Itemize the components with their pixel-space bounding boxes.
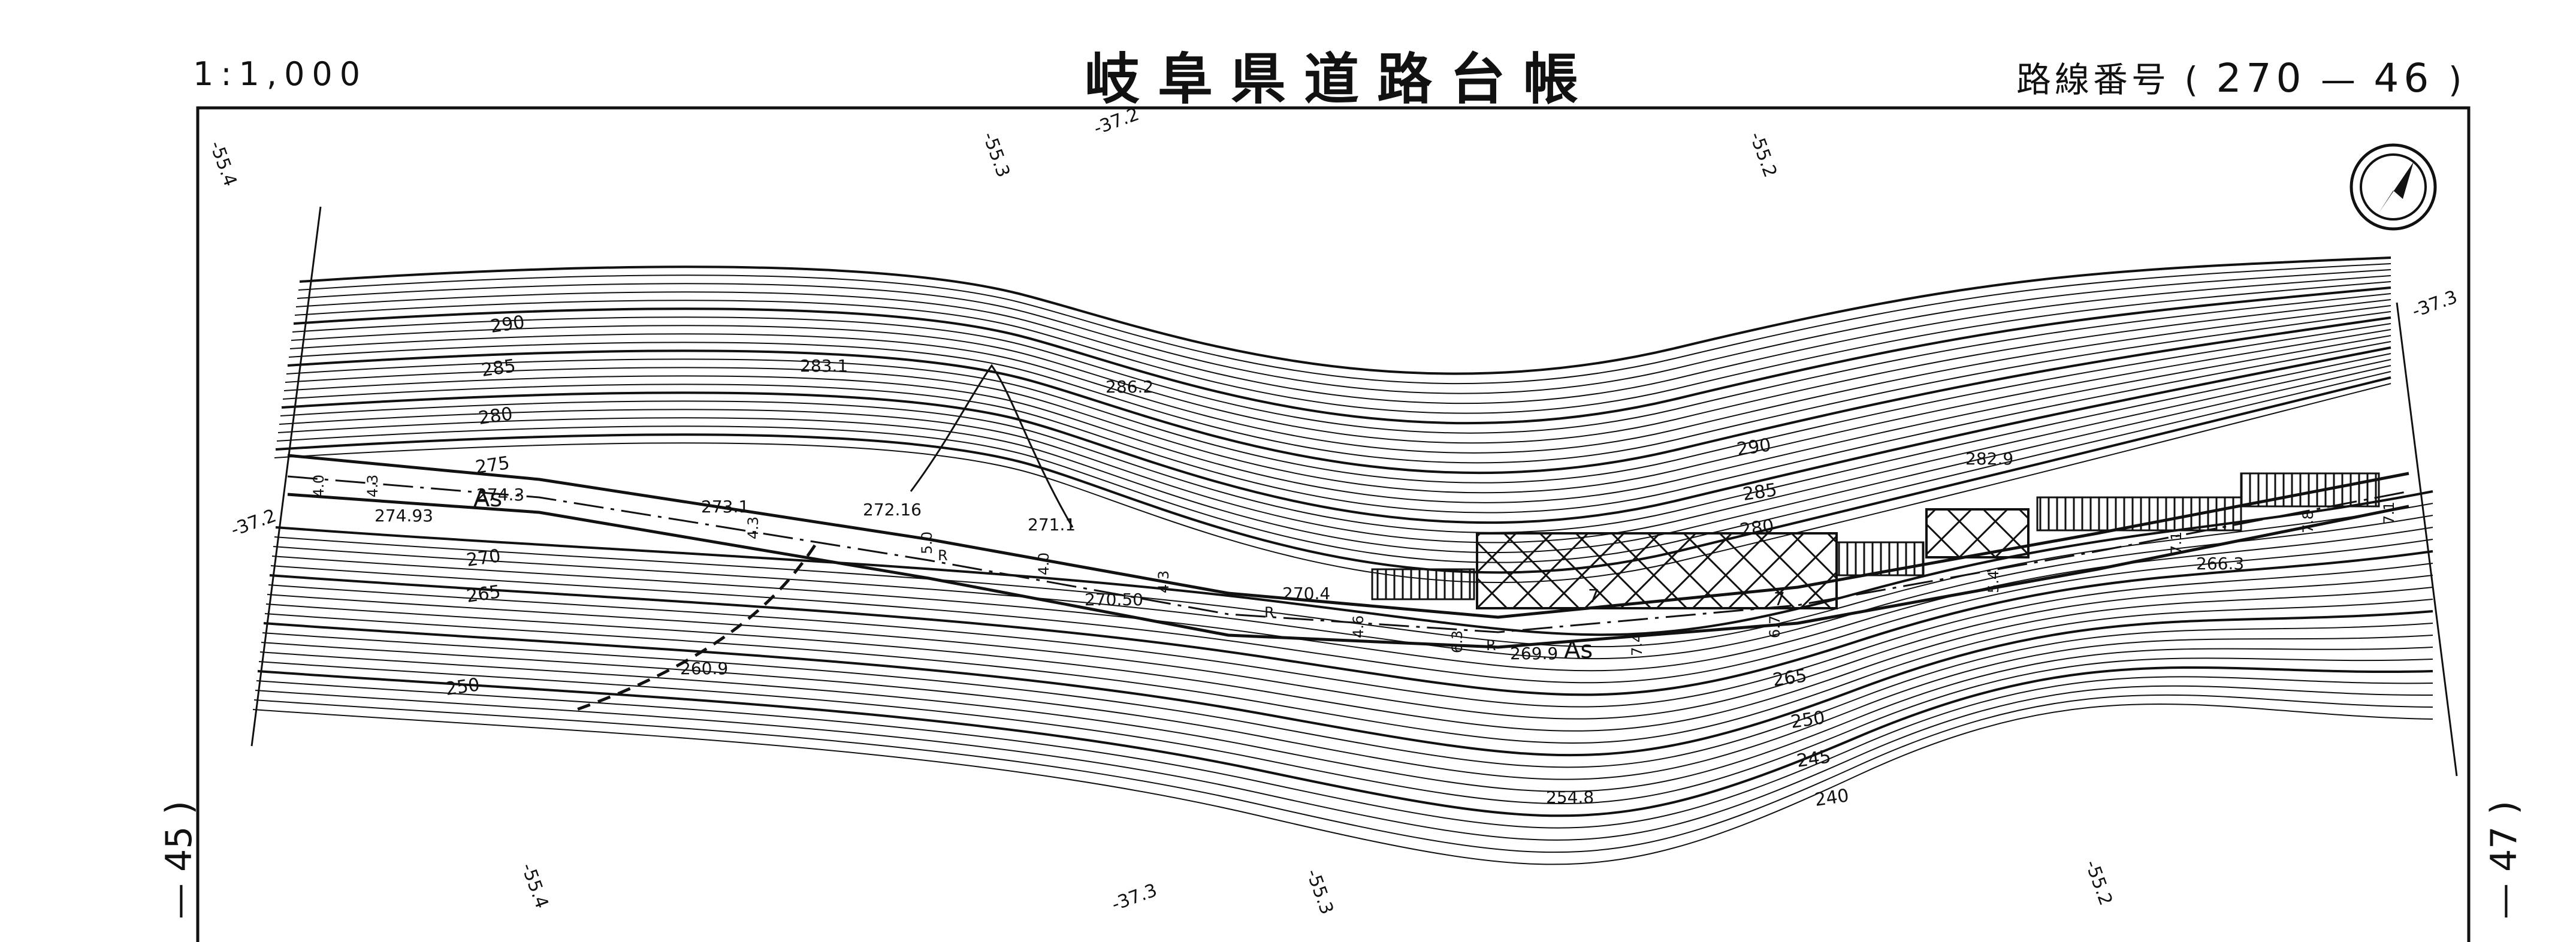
road-edge-upper: [287, 454, 2409, 619]
spot-height: 269.9: [1510, 644, 1558, 663]
contour-label: 265: [1771, 665, 1808, 691]
spot-height: 270.4: [1282, 584, 1330, 603]
contour-label: 280: [1738, 515, 1775, 541]
map-scale: 1:1,000: [193, 55, 368, 93]
road-width: 4.0: [310, 475, 327, 497]
survey-boundary-left: [250, 206, 322, 747]
road-surface-label: R: [1264, 604, 1275, 621]
road-width: 7.1: [2168, 532, 2185, 554]
spot-height: 270.50: [1085, 590, 1143, 609]
grid-coordinate: -37.3: [1109, 880, 1160, 915]
spot-height: 271.1: [1028, 515, 1076, 535]
road-width: 5.0: [919, 532, 935, 554]
route-sheet-number: 46: [2373, 55, 2434, 101]
route-number: 270: [2216, 55, 2306, 101]
route-number-label: 路線番号 ( 270 — 46 ): [2016, 52, 2465, 102]
route-open-paren: (: [2184, 59, 2202, 100]
road-width: 4.3: [1155, 570, 1172, 593]
road-surface-label: As: [1564, 636, 1593, 664]
contour-label: 285: [480, 355, 517, 381]
spot-height: 273.1: [701, 497, 749, 517]
fence-segment-left: [1371, 568, 1475, 600]
contour-label: 250: [1789, 707, 1826, 733]
road-surface-label: R: [938, 547, 948, 564]
road-width: 6.3: [1449, 630, 1466, 653]
road-width: 7.8: [2300, 511, 2317, 533]
grid-coordinate: -55.2: [1745, 129, 1780, 180]
survey-boundary-right: [2396, 302, 2458, 777]
spot-height: 254.8: [1546, 787, 1594, 807]
road-width: 4.3: [364, 475, 381, 497]
dashed-boundary-path: [575, 544, 817, 712]
road-width: 7.4: [1629, 633, 1645, 656]
north-arrow-icon: [2349, 143, 2437, 231]
contour-label: 245: [1795, 746, 1832, 772]
contour-label: 270: [465, 545, 502, 571]
contour-label: 265: [465, 581, 502, 607]
map-frame: [196, 106, 2471, 942]
retaining-wall-hatched-small: [1925, 508, 2030, 558]
contour-label: 275: [474, 452, 511, 478]
grid-coordinate: -37.3: [2409, 286, 2460, 322]
contour-label: 290: [1735, 434, 1772, 460]
grid-coordinate: -55.4: [517, 861, 552, 911]
contour-lines: [252, 256, 2433, 865]
spot-height: 283.1: [800, 356, 848, 376]
fence-segment: [1835, 541, 1925, 576]
road-centerline: [287, 475, 2409, 633]
road-surface-label: As: [473, 485, 502, 512]
grid-coordinate: -37.2: [228, 505, 279, 541]
road-width: 5.4: [1985, 570, 2002, 593]
route-close-paren: ): [2448, 59, 2466, 100]
road-width: 6.7: [1766, 615, 1783, 638]
contour-label: 240: [1813, 785, 1850, 811]
contour-label: 290: [489, 312, 526, 337]
road-width: 4.6: [1350, 615, 1367, 638]
road-lines: [287, 454, 2409, 649]
spot-height: 274.93: [375, 506, 433, 526]
slope-symbol: 7: [1774, 589, 1785, 610]
slope-symbol: 7: [1588, 586, 1599, 607]
contour-label: 285: [1741, 479, 1778, 505]
grid-coordinate: -55.4: [205, 138, 240, 189]
road-width: 4.0: [1035, 552, 1052, 575]
road-width: 4.3: [745, 517, 762, 539]
spot-height: 272.16: [863, 500, 922, 520]
spot-height: 282.9: [1965, 449, 2013, 469]
grid-coordinate: -55.3: [1301, 866, 1337, 917]
route-label-text: 路線番号: [2016, 59, 2170, 100]
spot-height: 260.9: [680, 659, 728, 678]
road-width: 7.1: [2381, 502, 2397, 524]
route-dash: —: [2320, 59, 2359, 100]
road-edge-lower: [287, 493, 2409, 649]
contour-label: 250: [444, 674, 481, 700]
road-surface-label: R: [1486, 637, 1496, 654]
fence-segment-right: [2036, 496, 2242, 532]
spot-height: 266.3: [2196, 554, 2244, 573]
grid-coordinate: -55.2: [2080, 858, 2116, 908]
grid-coordinate: -55.3: [978, 129, 1013, 180]
map-title: 岐阜県道路台帳: [1085, 47, 1597, 111]
spot-height: 274.3: [476, 485, 524, 505]
spot-height: 286.2: [1106, 377, 1153, 397]
contour-label: 280: [477, 403, 514, 429]
fence-segment-far-right: [2240, 472, 2380, 508]
